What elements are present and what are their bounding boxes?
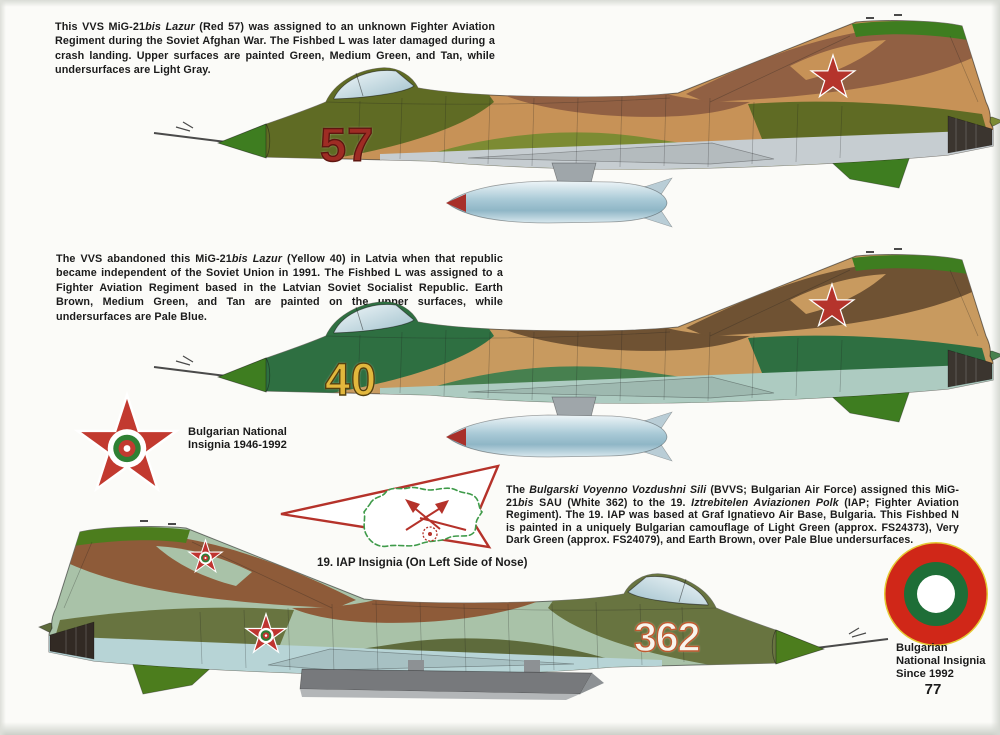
caption-yellow-40: The VVS abandoned this MiG-21bis Lazur (… [56,253,503,323]
aircraft-profile-red-57 [153,14,1000,228]
soviet-star-icon-tail-40 [808,282,856,328]
aircraft-profile-white-362 [37,520,889,700]
aircraft-profile-yellow-40 [153,248,1000,462]
bulgarian-star-icon-fuselage-362 [244,611,288,654]
bulgarian-star-1946-insignia-icon [73,391,181,493]
insignia-1946-label: Bulgarian National Insignia 1946-1992 [188,426,287,452]
bulgarian-roundel-1992-icon [884,542,988,646]
bulgarian-star-icon-fin-362 [187,538,224,574]
iap-insignia-icon [280,464,501,549]
tactical-number-362: 362 [633,614,701,660]
soviet-star-icon-tail-57 [809,53,857,99]
page-number: 77 [924,681,942,698]
caption-white-362: The Bulgarski Voyenno Vozdushni Sili (BV… [506,484,960,547]
roundel-1992-label: Bulgarian National Insignia Since 1992 [896,642,986,681]
page-edge-left [0,0,6,735]
iap-insignia-label: 19. IAP Insignia (On Left Side of Nose) [317,556,528,569]
tactical-number-40: 40 [324,354,378,405]
tactical-number-57: 57 [319,118,375,171]
caption-red-57: This VVS MiG-21bis Lazur (Red 57) was as… [55,21,496,77]
